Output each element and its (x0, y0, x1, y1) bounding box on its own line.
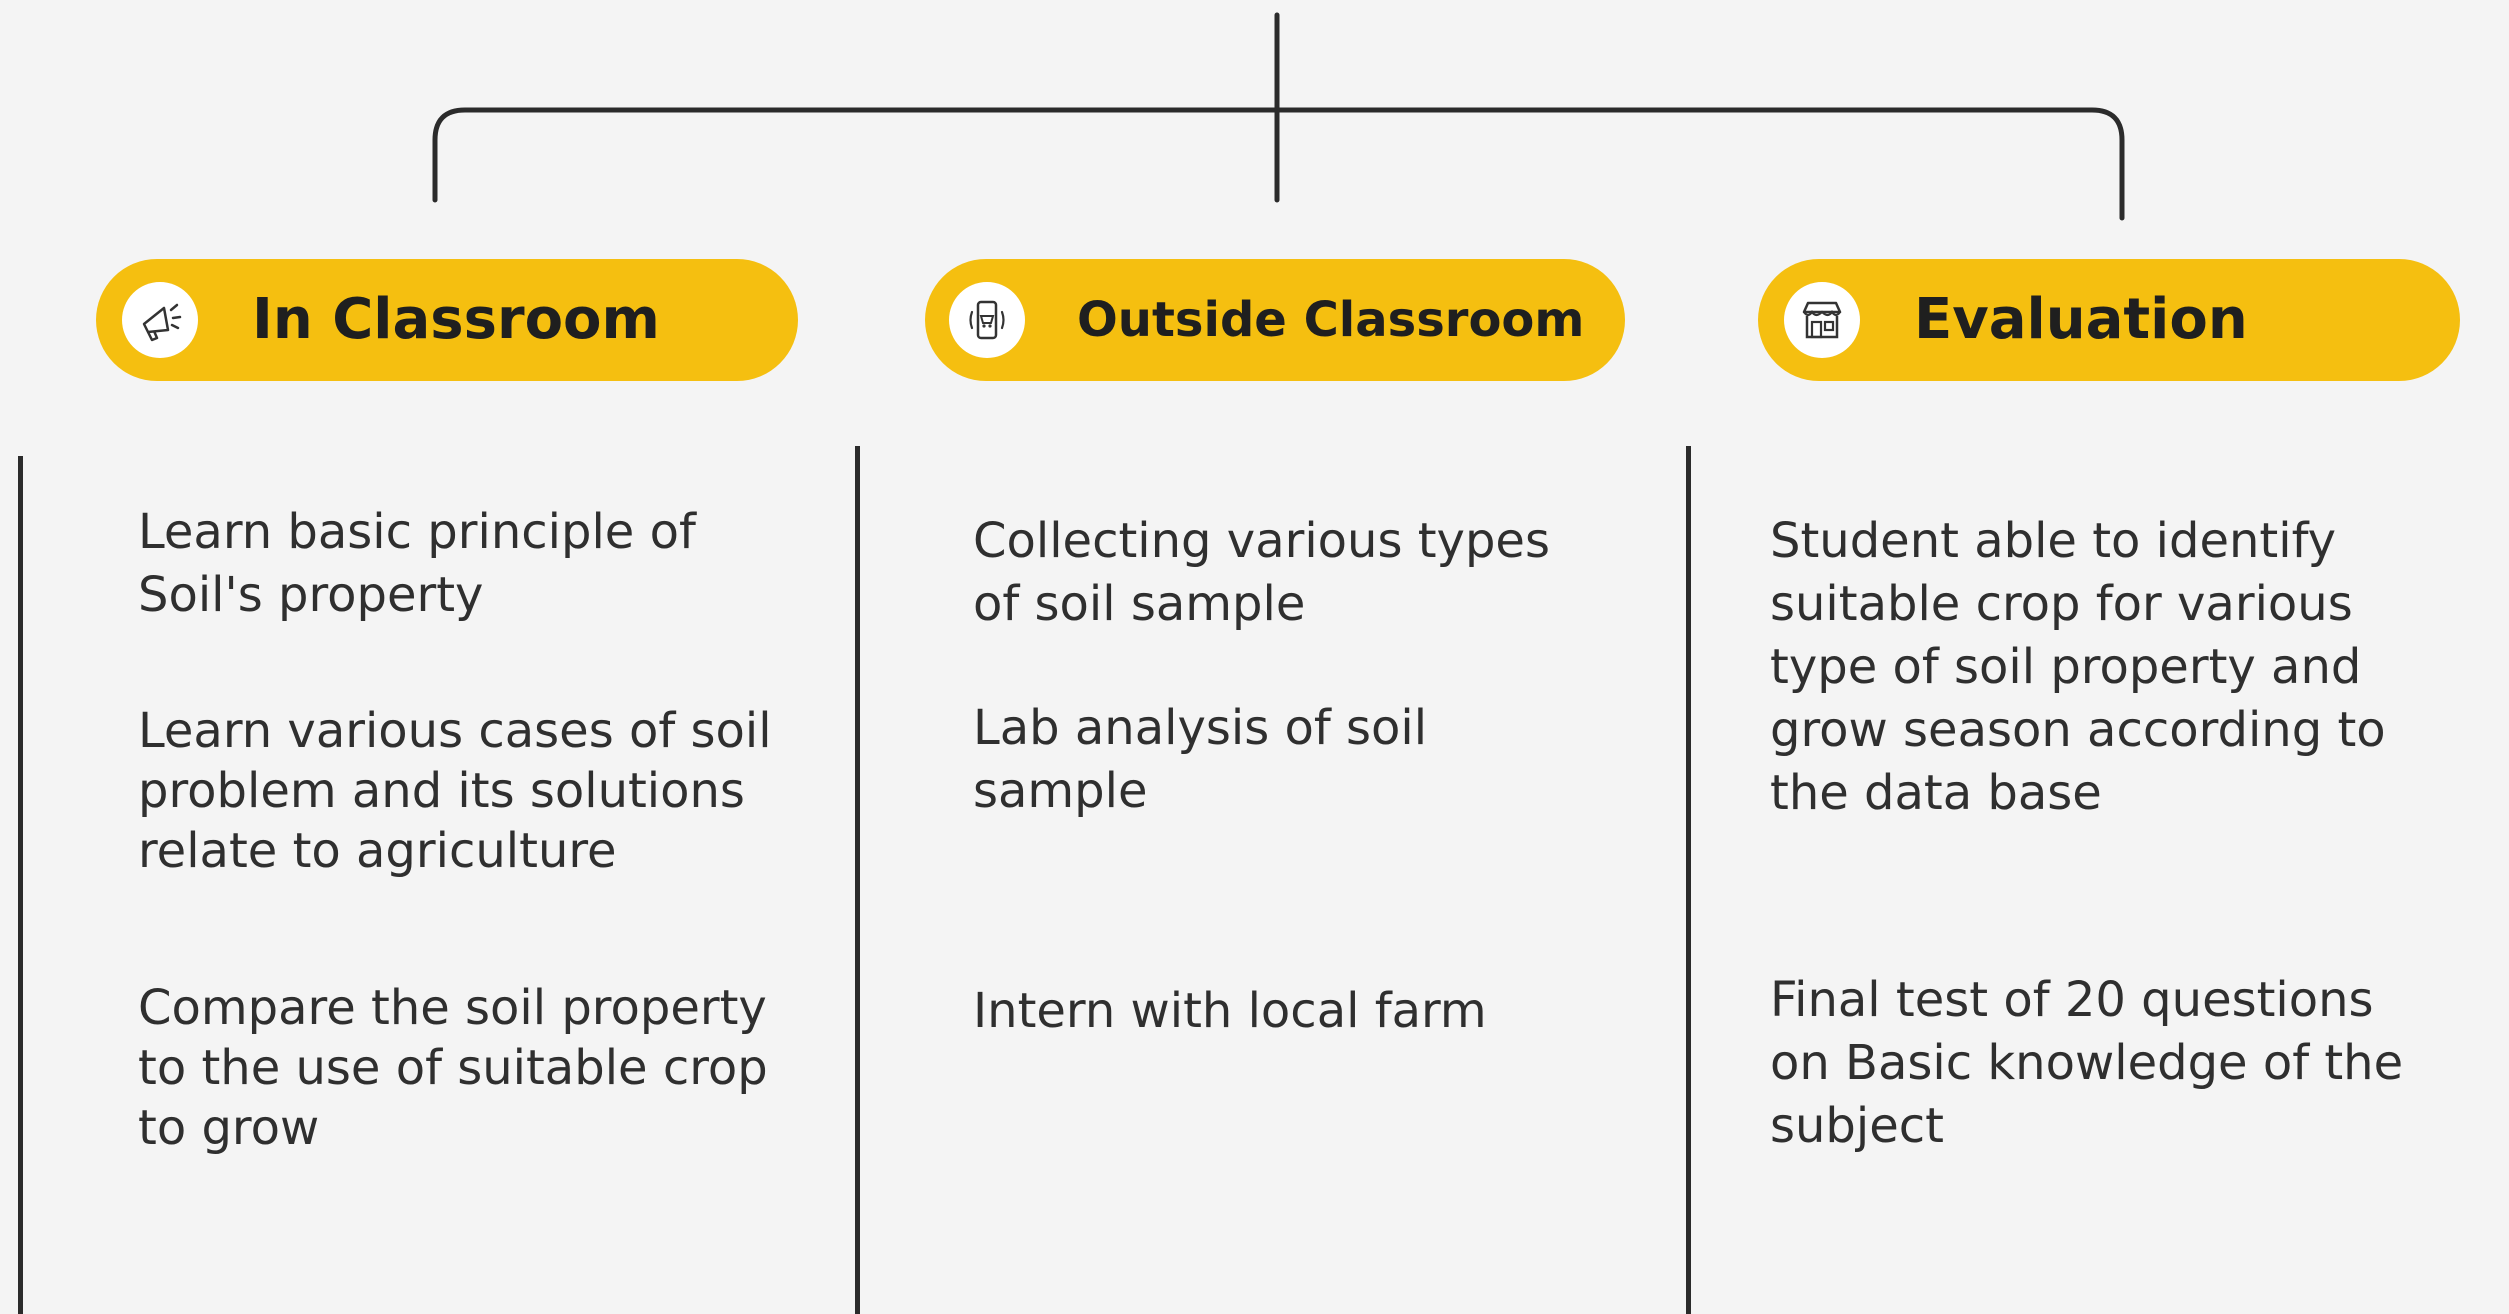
evaluation-item-1: Student able to identify suitable crop f… (1770, 513, 2386, 821)
column-1-divider (18, 456, 23, 1314)
outside-classroom-header: Outside Classroom (925, 259, 1625, 381)
column-2-divider (855, 446, 860, 1314)
in-classroom-item-1: Learn basic principle of Soil's property (138, 504, 696, 623)
outside-classroom-item-3: Intern with local farm (973, 983, 1487, 1039)
evaluation-title: Evaluation (1914, 287, 2248, 352)
in-classroom-item-2: Learn various cases of soil problem and … (138, 703, 772, 879)
evaluation-header: Evaluation (1758, 259, 2460, 381)
column-3-divider (1686, 446, 1691, 1314)
in-classroom-title: In Classroom (252, 287, 660, 352)
in-classroom-header: In Classroom (96, 259, 798, 381)
outside-classroom-title: Outside Classroom (1077, 292, 1585, 348)
in-classroom-item-3: Compare the soil property to the use of … (138, 980, 768, 1156)
mobile-cart-icon (949, 282, 1025, 358)
megaphone-icon (122, 282, 198, 358)
storefront-icon (1784, 282, 1860, 358)
evaluation-item-2: Final test of 20 questions on Basic know… (1770, 972, 2404, 1154)
outside-classroom-item-1: Collecting various types of soil sample (973, 513, 1550, 632)
outside-classroom-item-2: Lab analysis of soil sample (973, 700, 1428, 819)
